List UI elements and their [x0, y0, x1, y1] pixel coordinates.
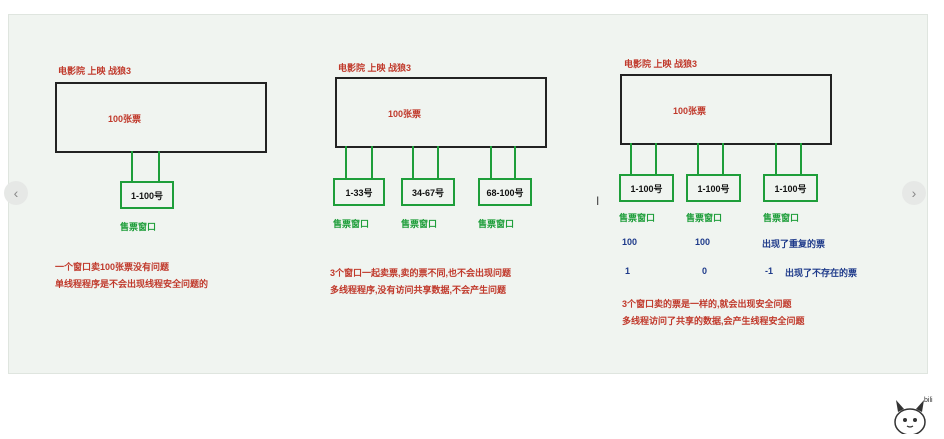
diagram3-connector [630, 143, 632, 174]
next-slide-button[interactable]: › [902, 181, 926, 205]
diagram3-window-label-1: 售票窗口 [619, 213, 656, 223]
diagram1-hall-label: 100张票 [108, 114, 142, 124]
diagram3-ticket-window-2: 1-100号 [686, 174, 741, 202]
diagram3-issue-duplicate: 出现了重复的票 [762, 239, 826, 249]
diagram1-connector [131, 151, 133, 181]
chevron-left-icon: ‹ [13, 185, 19, 201]
diagram3-window1-value2: 1 [625, 266, 631, 276]
diagram3-connector [655, 143, 657, 174]
diagram2-ticket-window-2: 34-67号 [401, 178, 455, 206]
diagram3-window1-value1: 100 [622, 237, 638, 247]
text-cursor-icon: I [596, 194, 600, 208]
diagram3-window2-value1: 100 [695, 237, 711, 247]
diagram3-title: 电影院 上映 战狼3 [624, 59, 698, 69]
diagram3-ticket-window-3: 1-100号 [763, 174, 818, 202]
diagram2-connector [437, 146, 439, 178]
diagram3-note-1: 3个窗口卖的票是一样的,就会出现安全问题 [622, 299, 792, 309]
diagram3-window-label-3: 售票窗口 [763, 213, 800, 223]
diagram3-window-label-2: 售票窗口 [686, 213, 723, 223]
diagram2-note-2: 多线程程序,没有访问共享数据,不会产生问题 [330, 285, 507, 295]
diagram3-ticket-window-1: 1-100号 [619, 174, 674, 202]
diagram2-connector [371, 146, 373, 178]
diagram2-ticket-window-1: 1-33号 [333, 178, 385, 206]
diagram2-window-label-2: 售票窗口 [401, 219, 438, 229]
diagram2-title: 电影院 上映 战狼3 [338, 63, 412, 73]
diagram1-ticket-window: 1-100号 [120, 181, 174, 209]
diagram2-window-label-1: 售票窗口 [333, 219, 370, 229]
diagram2-hall-label: 100张票 [388, 109, 422, 119]
diagram2-connector [412, 146, 414, 178]
diagram3-connector [697, 143, 699, 174]
diagram3-connector [722, 143, 724, 174]
diagram3-window2-value2: 0 [702, 266, 708, 276]
diagram1-note-1: 一个窗口卖100张票没有问题 [55, 262, 170, 272]
diagram2-connector [490, 146, 492, 178]
mascot-text: bili [924, 397, 933, 404]
diagram1-title: 电影院 上映 战狼3 [58, 66, 132, 76]
diagram3-connector [800, 143, 802, 174]
diagram3-cinema-hall [620, 74, 832, 145]
mascot-icon: bili [888, 392, 938, 436]
diagram1-cinema-hall [55, 82, 267, 153]
diagram2-connector [514, 146, 516, 178]
prev-slide-button[interactable]: ‹ [4, 181, 28, 205]
diagram3-window3-value2: -1 [765, 266, 774, 276]
diagram3-connector [775, 143, 777, 174]
diagram2-cinema-hall [335, 77, 547, 148]
diagram1-window-label: 售票窗口 [120, 222, 157, 232]
diagram2-window-label-3: 售票窗口 [478, 219, 515, 229]
chevron-right-icon: › [911, 185, 917, 201]
diagram3-note-2: 多线程访问了共享的数据,会产生线程安全问题 [622, 316, 805, 326]
diagram1-note-2: 单线程程序是不会出现线程安全问题的 [55, 279, 209, 289]
diagram2-ticket-window-3: 68-100号 [478, 178, 532, 206]
diagram2-note-1: 3个窗口一起卖票,卖的票不同,也不会出现问题 [330, 268, 512, 278]
diagram3-hall-label: 100张票 [673, 106, 707, 116]
diagram3-issue-nonexistent: 出现了不存在的票 [785, 268, 858, 278]
diagram2-connector [345, 146, 347, 178]
diagram1-connector [158, 151, 160, 181]
